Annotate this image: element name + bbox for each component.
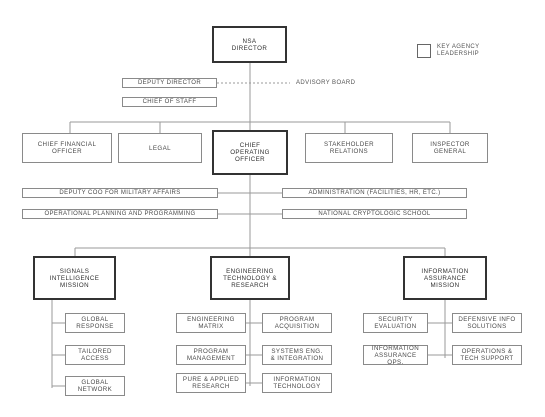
engineering-box: Engineering Technology & Research: [210, 256, 290, 300]
ia-unit-box: Operations & Tech Support: [452, 345, 522, 365]
sigint-mission-box: Signals Intelligence Mission: [33, 256, 116, 300]
eng-unit-box: Information Technology: [262, 373, 332, 393]
deputy-coo-box: Deputy COO for Military Affairs: [22, 188, 218, 198]
ops-planning-box: Operational Planning and Programming: [22, 209, 218, 219]
info-assurance-box: Information Assurance Mission: [403, 256, 487, 300]
eng-unit-box: Engineering Matrix: [176, 313, 246, 333]
eng-unit-box: Systems Eng. & Integration: [262, 345, 332, 365]
chief-of-staff-box: Chief of Staff: [122, 97, 217, 107]
eng-unit-box: Program Management: [176, 345, 246, 365]
sigint-unit-box: Global Network: [65, 376, 125, 396]
deputy-director-box: Deputy Director: [122, 78, 217, 88]
administration-box: Administration (Facilities, HR, etc.): [282, 188, 467, 198]
legend-swatch: [417, 44, 431, 58]
coo-box: Chief Operating Officer: [212, 130, 288, 175]
advisory-board-label: Advisory Board: [296, 80, 356, 86]
director-box: NSA Director: [212, 26, 287, 63]
ia-unit-box: Information Assurance Ops.: [363, 345, 428, 366]
crypto-school-box: National Cryptologic School: [282, 209, 467, 219]
sigint-unit-box: Global Response: [65, 313, 125, 333]
legal-box: Legal: [118, 133, 202, 163]
cfo-box: Chief Financial Officer: [22, 133, 112, 163]
eng-unit-box: Pure & Applied Research: [176, 373, 246, 393]
legend-label: Key Agency Leadership: [437, 44, 480, 57]
eng-unit-box: Program Acquisition: [262, 313, 332, 333]
ia-unit-box: Defensive Info Solutions: [452, 313, 522, 333]
sigint-unit-box: Tailored Access: [65, 345, 125, 365]
ia-unit-box: Security Evaluation: [363, 313, 428, 333]
stakeholder-relations-box: Stakeholder Relations: [305, 133, 393, 163]
inspector-general-box: Inspector General: [412, 133, 488, 163]
